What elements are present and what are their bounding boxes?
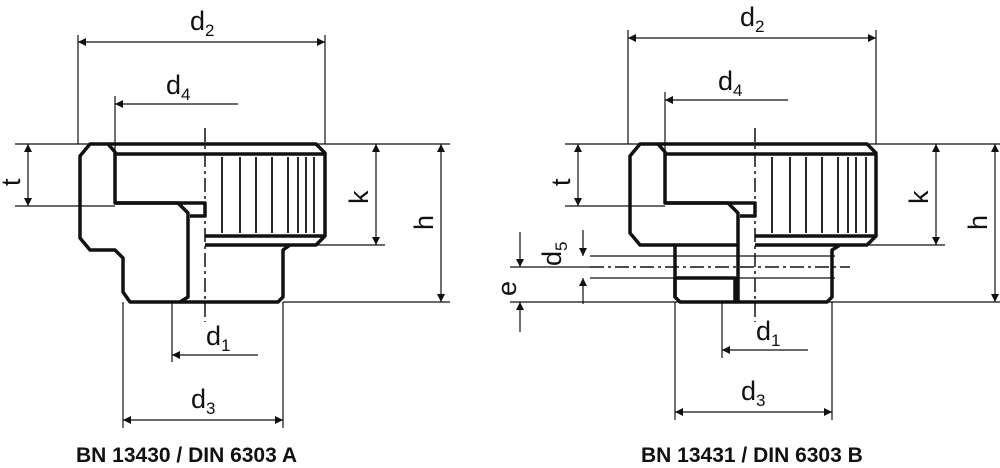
- label-d2: d2: [740, 2, 765, 36]
- knurl-lines: [771, 157, 867, 233]
- dimensions-b: d2 d4 t k h d5 e d1 d3: [492, 2, 1000, 420]
- dimensions-a: d2 d4 t k h d1 d3: [0, 6, 450, 428]
- caption-variant-b: BN 13431 / DIN 6303 B: [641, 444, 863, 467]
- drawing-variant-b: d2 d4 t k h d5 e d1 d3 BN 13431 / DIN 63…: [492, 2, 1000, 467]
- label-d2: d2: [190, 6, 215, 40]
- caption-variant-a: BN 13430 / DIN 6303 A: [76, 444, 297, 467]
- knurl-lines: [221, 157, 315, 233]
- hatched-section: [628, 142, 740, 247]
- label-d4: d4: [166, 70, 191, 104]
- label-k: k: [344, 190, 374, 204]
- hatched-section: [78, 142, 190, 304]
- label-t: t: [546, 178, 576, 186]
- label-d1: d1: [206, 321, 231, 355]
- nut-outline: [108, 142, 327, 304]
- label-k: k: [904, 190, 934, 204]
- knurled-nut-section: [78, 128, 327, 322]
- label-d5: d5: [537, 242, 571, 267]
- label-t: t: [0, 178, 26, 186]
- knurled-nut-section: [590, 128, 878, 322]
- hatched-spigot-section: [673, 276, 737, 304]
- label-h: h: [963, 215, 993, 230]
- label-d1: d1: [756, 316, 781, 350]
- label-e: e: [492, 281, 522, 296]
- label-d4: d4: [718, 66, 743, 100]
- label-d3: d3: [191, 384, 216, 418]
- label-d3: d3: [741, 376, 766, 410]
- label-h: h: [409, 215, 439, 230]
- drawing-variant-a: d2 d4 t k h d1 d3 BN 13430 / DIN 6303 A: [0, 6, 450, 467]
